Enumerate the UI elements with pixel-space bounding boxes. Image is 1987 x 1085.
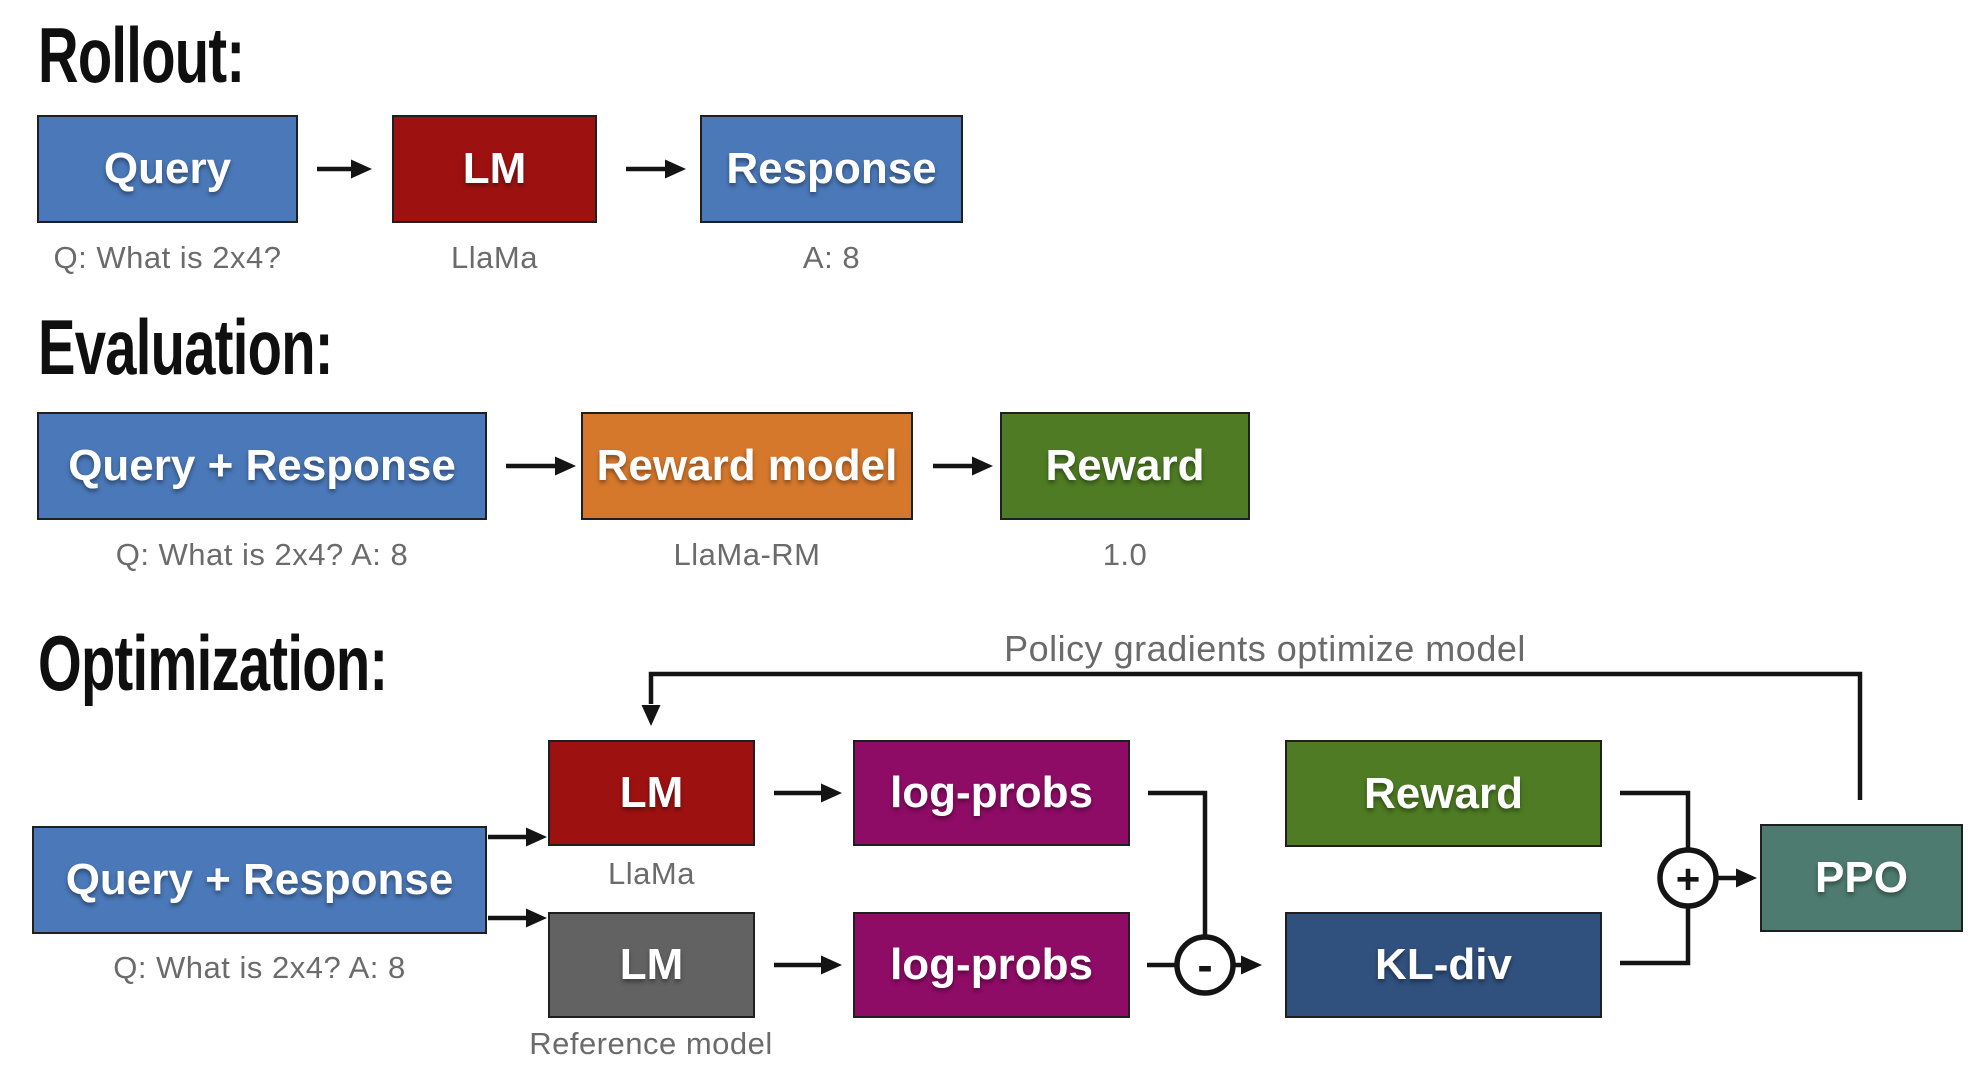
- optimization-ppo-box: PPO: [1760, 824, 1963, 932]
- rollout-lm-label: LM: [462, 144, 527, 193]
- add-operator: +: [1676, 856, 1701, 903]
- rollout-lm-caption: LlaMa: [451, 240, 538, 275]
- evaluation-reward-model-box: Reward model: [581, 412, 913, 520]
- arrow-queryresponse-to-lm-policy: [488, 827, 547, 847]
- policy-gradients-annotation: Policy gradients optimize model: [1004, 628, 1526, 669]
- evaluation-heading: Evaluation:: [38, 303, 333, 391]
- arrowhead: [1241, 955, 1262, 975]
- optimization-logprobs-policy-box: log-probs: [853, 740, 1130, 846]
- optimization-logprobs-reference-box: log-probs: [853, 912, 1130, 1018]
- rollout-heading: Rollout:: [38, 11, 245, 99]
- rollout-query-box: Query: [37, 115, 298, 223]
- arrowhead: [351, 159, 372, 179]
- evaluation-reward-box: Reward: [1000, 412, 1250, 520]
- arrow-query-to-lm: [317, 159, 372, 179]
- optimization-query-response-label: Query + Response: [65, 855, 454, 904]
- arrowhead: [665, 159, 686, 179]
- evaluation-query-response-label: Query + Response: [68, 441, 456, 490]
- optimization-kl-div-box: KL-div: [1285, 912, 1602, 1018]
- optimization-query-response-caption: Q: What is 2x4? A: 8: [113, 950, 406, 985]
- arrowhead: [526, 827, 547, 847]
- rollout-query-label: Query: [103, 144, 232, 193]
- evaluation-query-response-caption: Q: What is 2x4? A: 8: [115, 537, 409, 572]
- subtract-junction: -: [1147, 790, 1262, 996]
- optimization-ppo-label: PPO: [1815, 853, 1908, 902]
- optimization-logprobs-policy-label: log-probs: [890, 768, 1093, 817]
- rollout-lm-box: LM: [392, 115, 597, 223]
- subtract-operator: -: [1197, 939, 1212, 991]
- arrowhead: [821, 783, 842, 803]
- optimization-kl-div-label: KL-div: [1375, 940, 1512, 989]
- evaluation-reward-model-label: Reward model: [596, 441, 898, 490]
- evaluation-query-response-box: Query + Response: [37, 412, 487, 520]
- arrow-lm-reference-to-logprobs: [774, 955, 842, 975]
- arrow-lm-policy-to-logprobs: [774, 783, 842, 803]
- policy-gradient-feedback-loop: [641, 671, 1863, 800]
- optimization-lm-policy-box: LM: [548, 740, 755, 846]
- rollout-response-label: Response: [726, 144, 937, 193]
- optimization-lm-reference-label: LM: [619, 940, 684, 989]
- optimization-lm-policy-caption: LlaMa: [608, 856, 695, 891]
- arrowhead: [555, 456, 576, 476]
- arrow-lm-to-response: [626, 159, 686, 179]
- optimization-heading: Optimization:: [38, 619, 388, 707]
- optimization-reward-box: Reward: [1285, 740, 1602, 847]
- arrow-queryresponse-to-rewardmodel: [506, 456, 576, 476]
- arrow-queryresponse-to-lm-reference: [488, 908, 547, 928]
- rollout-query-caption: Q: What is 2x4?: [53, 240, 282, 275]
- rollout-response-box: Response: [700, 115, 963, 223]
- arrowhead: [821, 955, 842, 975]
- optimization-lm-reference-caption: Reference model: [529, 1026, 773, 1061]
- evaluation-reward-caption: 1.0: [1102, 537, 1148, 572]
- optimization-reward-label: Reward: [1364, 768, 1523, 818]
- optimization-query-response-box: Query + Response: [32, 826, 487, 934]
- arrow-rewardmodel-to-reward: [933, 456, 993, 476]
- arrowhead: [972, 456, 993, 476]
- arrowhead: [1736, 868, 1757, 888]
- evaluation-reward-model-caption: LlaMa-RM: [673, 537, 821, 572]
- arrowhead-down: [641, 705, 661, 726]
- rollout-response-caption: A: 8: [802, 240, 861, 275]
- evaluation-reward-label: Reward: [1045, 441, 1205, 490]
- add-junction: +: [1620, 790, 1757, 966]
- optimization-lm-reference-box: LM: [548, 912, 755, 1018]
- optimization-lm-policy-label: LM: [619, 768, 684, 817]
- arrowhead: [526, 908, 547, 928]
- optimization-logprobs-reference-label: log-probs: [890, 940, 1093, 989]
